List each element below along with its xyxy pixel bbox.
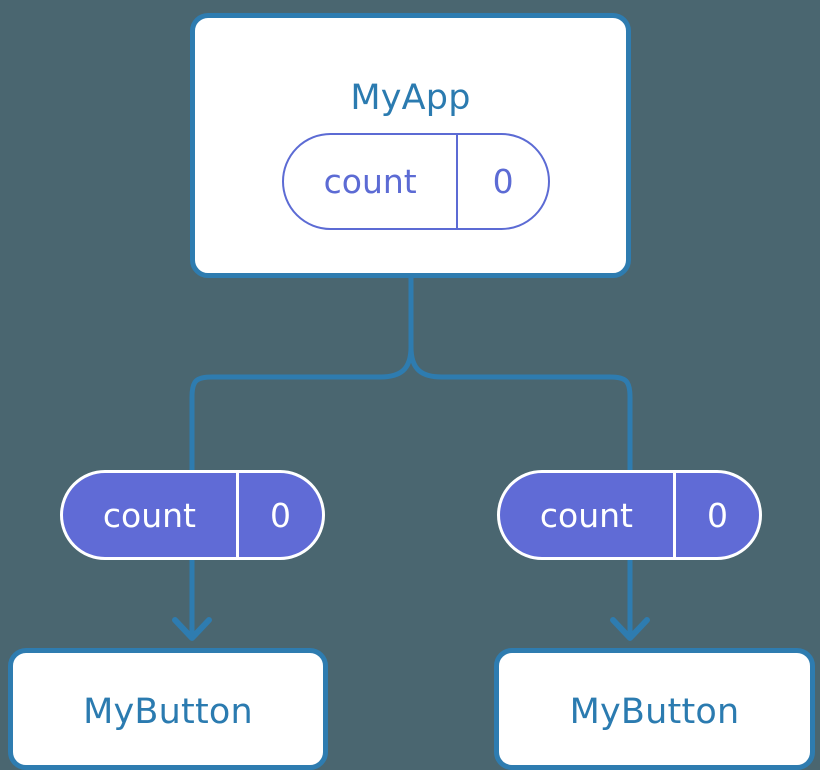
- state-pill-right[interactable]: count 0: [497, 470, 762, 560]
- state-pill-right-value: 0: [672, 473, 759, 557]
- right-arrow-head-icon: [610, 617, 650, 641]
- component-box-mybutton-left[interactable]: MyButton: [8, 648, 328, 770]
- state-pill-right-key: count: [539, 495, 633, 535]
- component-title-mybutton-right: MyButton: [569, 692, 740, 732]
- component-title-mybutton-left: MyButton: [83, 692, 253, 732]
- component-box-mybutton-right[interactable]: MyButton: [494, 648, 815, 770]
- component-title-myapp: MyApp: [350, 78, 471, 118]
- state-pill-left[interactable]: count 0: [60, 470, 325, 560]
- state-pill-root[interactable]: count 0: [282, 133, 550, 230]
- state-pill-left-value: 0: [235, 473, 322, 557]
- component-box-myapp[interactable]: MyApp count 0: [190, 13, 631, 278]
- state-pill-root-value: 0: [456, 135, 548, 228]
- state-pill-left-key: count: [102, 495, 196, 535]
- state-pill-root-key: count: [323, 162, 417, 201]
- left-arrow-head-icon: [172, 617, 212, 641]
- fork-right-wire: [408, 344, 633, 473]
- fork-left-wire: [189, 344, 414, 473]
